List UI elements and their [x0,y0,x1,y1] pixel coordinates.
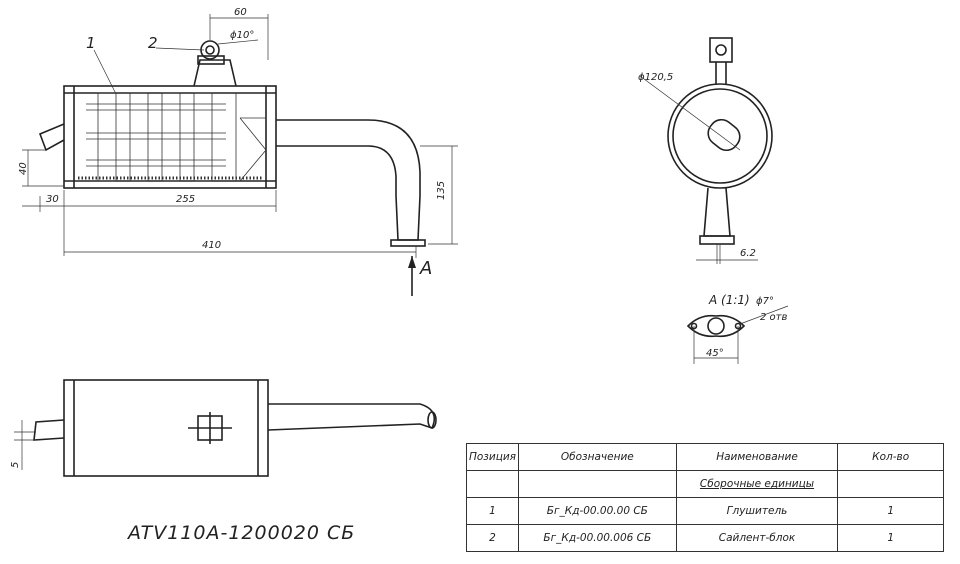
dim-135: 135 [436,181,447,200]
bom-qty: 1 [837,497,944,525]
dim-5: 5 [10,462,21,468]
bom-name: Глушитель [675,497,839,525]
dim-hole-count: 2 отв [760,312,787,323]
bom-pos: 2 [466,524,519,552]
table-row: 1 Бг_Кд-00.00.00 СБ Глушитель 1 [466,497,944,525]
bom-code: Бг_Кд-00.00.006 СБ [517,524,677,552]
bom-pos: 1 [466,497,519,525]
callout-1: 1 [86,34,96,52]
bom-section-title: Сборочные единицы [675,470,839,498]
bom-header-code: Обозначение [517,443,677,471]
front-view: 1 2 60 ϕ10° 40 30 255 410 135 A [18,7,458,296]
internal-baffles [78,92,267,182]
view-arrow-label: A [419,258,432,279]
bom-header-name: Наименование [675,443,839,471]
top-view: 5 [10,379,437,477]
table-row: 2 Бг_Кд-00.00.006 СБ Сайлент-блок 1 [466,524,944,552]
dim-40: 40 [18,162,29,175]
drawing-title-code: ATV110A-1200020 СБ [128,522,356,544]
dim-30: 30 [46,194,59,205]
dim-410: 410 [202,240,221,251]
section-a: A (1:1) ϕ7° 2 отв 45° [686,293,789,364]
bill-of-materials: Позиция Обозначение Наименование Кол-во … [466,443,944,552]
bom-qty: 1 [837,524,944,552]
dim-45: 45° [706,348,724,359]
dim-bolt-dia: ϕ10° [230,30,254,41]
callout-2: 2 [148,34,158,52]
dim-outlet-dia: ϕ120,5 [638,72,673,83]
dim-hole-dia: ϕ7° [756,296,774,307]
dim-255: 255 [176,194,195,205]
bom-header-position: Позиция [466,443,519,471]
bom-section-row: Сборочные единицы [466,470,944,498]
bom-name: Сайлент-блок [675,524,839,552]
section-label: A (1:1) [708,293,750,307]
bom-header-row: Позиция Обозначение Наименование Кол-во [466,443,944,471]
dim-6-2: 6.2 [740,248,756,259]
bom-code: Бг_Кд-00.00.00 СБ [517,497,677,525]
side-view: ϕ120,5 6.2 [638,37,773,264]
dim-60: 60 [234,7,247,18]
bom-header-qty: Кол-во [837,443,944,471]
